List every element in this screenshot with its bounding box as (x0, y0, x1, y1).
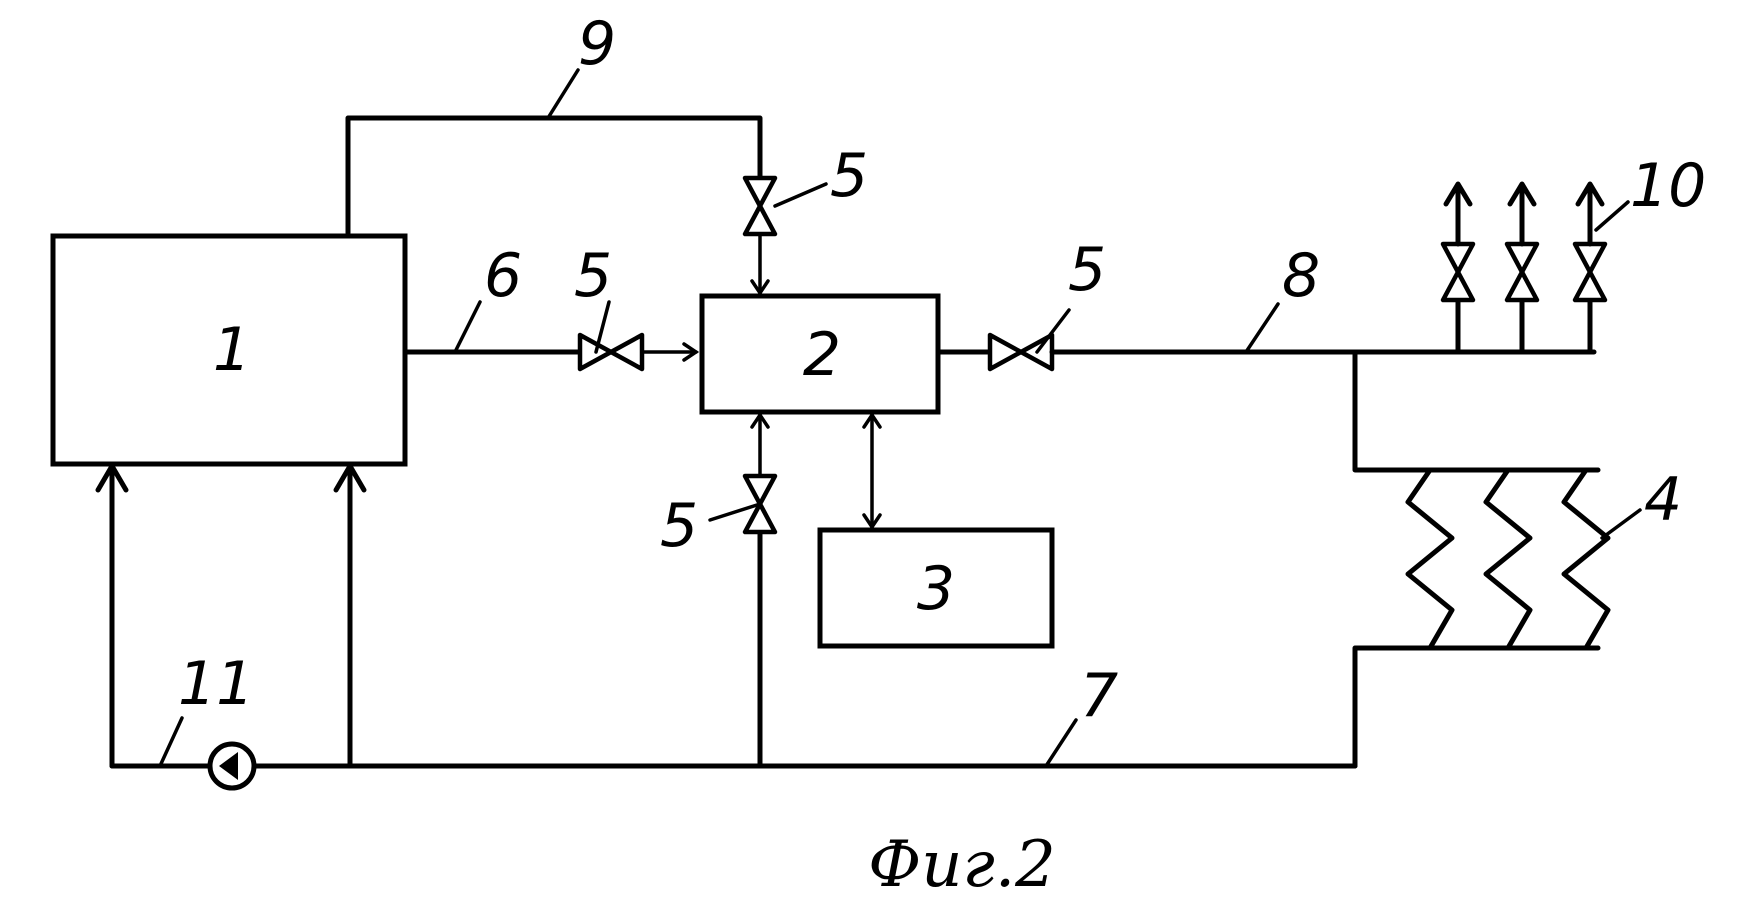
label-heat-exchanger-4: 4 (1644, 465, 1682, 535)
callout-leaders (158, 68, 1642, 768)
label-pipe-7: 7 (1080, 661, 1118, 731)
pump-icon (207, 741, 257, 791)
block-3 (817, 527, 1055, 649)
outlets-10 (1440, 181, 1608, 355)
block-2-label: 2 (803, 320, 841, 390)
label-valve-bottom: 5 (660, 491, 698, 561)
arrowhead-icon (862, 411, 882, 429)
block-1-label: 1 (213, 315, 251, 385)
arrowhead-icon (95, 463, 129, 493)
valve-bottom-icon (742, 473, 778, 535)
label-valve-left: 5 (574, 241, 612, 311)
label-valve-top: 5 (830, 141, 868, 211)
figure-caption: Фиг.2 (868, 828, 1056, 902)
valve-right-icon (987, 332, 1055, 372)
label-pipe-11: 11 (178, 649, 254, 719)
label-valve-right: 5 (1068, 235, 1106, 305)
valve-top-icon (742, 175, 778, 237)
label-outlets-10: 10 (1630, 151, 1706, 221)
pipe-9 (345, 115, 763, 236)
block-1 (50, 233, 408, 467)
label-pipe-9: 9 (578, 9, 616, 79)
label-pipe-6: 6 (484, 241, 522, 311)
arrowhead-icon (333, 463, 367, 493)
valve-left-icon (577, 332, 645, 372)
arrowhead-icon (750, 279, 770, 297)
label-pipe-8: 8 (1282, 241, 1320, 311)
heat-exchanger-4 (1352, 349, 1611, 769)
block-3-label: 3 (917, 554, 955, 624)
block-2 (699, 293, 941, 415)
arrowhead-icon (682, 342, 700, 362)
arrowhead-icon (862, 513, 882, 531)
arrowhead-icon (750, 411, 770, 429)
